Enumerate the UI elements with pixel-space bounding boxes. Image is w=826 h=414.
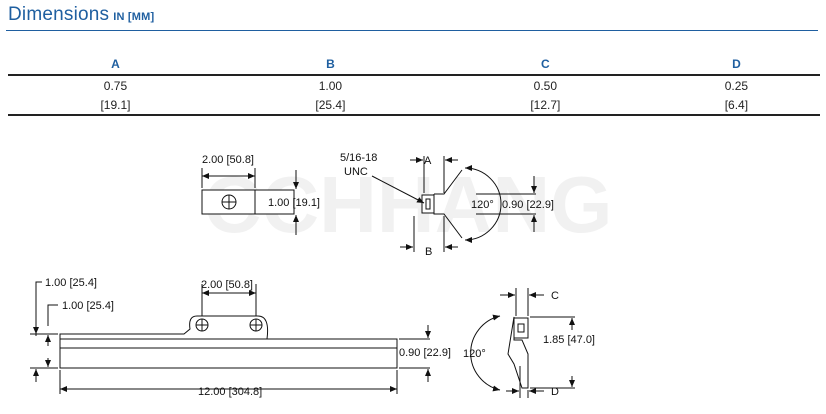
front-dim2-label: 1.00 [25.4] [62, 300, 114, 312]
unit-label: IN [MM] [113, 11, 155, 23]
side-angle-label: 120° [463, 348, 486, 360]
dim-c-label: C [551, 290, 559, 302]
dim-a-label: A [424, 155, 432, 167]
end-angle-label: 120° [471, 199, 494, 211]
column-header-c: C [437, 54, 653, 76]
end-view [371, 156, 537, 252]
end-height-label: 0.90 [22.9] [502, 199, 554, 211]
front-height-label: 0.90 [22.9] [399, 347, 451, 359]
table-cell: [12.7] [437, 95, 653, 116]
dimensions-table: A B C D 0.75 1.00 0.50 0.25 [19.1] [25.4… [8, 54, 820, 116]
front-view [30, 281, 431, 394]
table-row: [19.1] [25.4] [12.7] [6.4] [8, 95, 820, 116]
table-cell: [6.4] [652, 95, 820, 116]
dim-b-label: B [425, 246, 432, 258]
side-height-label: 1.85 [47.0] [543, 334, 595, 346]
front-length-label: 12.00 [304.8] [198, 386, 262, 398]
table-header-row: A B C D [8, 54, 820, 76]
top-view [201, 168, 299, 235]
dim-d-label: D [551, 386, 559, 398]
top-width-label: 2.00 [50.8] [202, 154, 254, 166]
table-cell: 0.75 [103, 78, 128, 93]
thread-label-unc: UNC [344, 166, 368, 178]
table-cell: [25.4] [222, 95, 438, 116]
table-cell: 0.25 [724, 78, 749, 93]
thread-label: 5/16-18 [340, 152, 377, 164]
column-header-b: B [222, 54, 438, 76]
table-cell: 0.50 [533, 78, 558, 93]
front-dim1-label: 1.00 [25.4] [45, 277, 97, 289]
table-row: 0.75 1.00 0.50 0.25 [8, 75, 820, 95]
column-header-d: D [652, 54, 820, 76]
top-height-label: 1.00 [19.1] [268, 197, 320, 209]
table-cell: [19.1] [8, 95, 223, 116]
column-header-a: A [8, 54, 223, 76]
side-view [470, 288, 575, 398]
table-cell: 1.00 [318, 78, 343, 93]
front-spacing-label: 2.00 [50.8] [201, 279, 253, 291]
